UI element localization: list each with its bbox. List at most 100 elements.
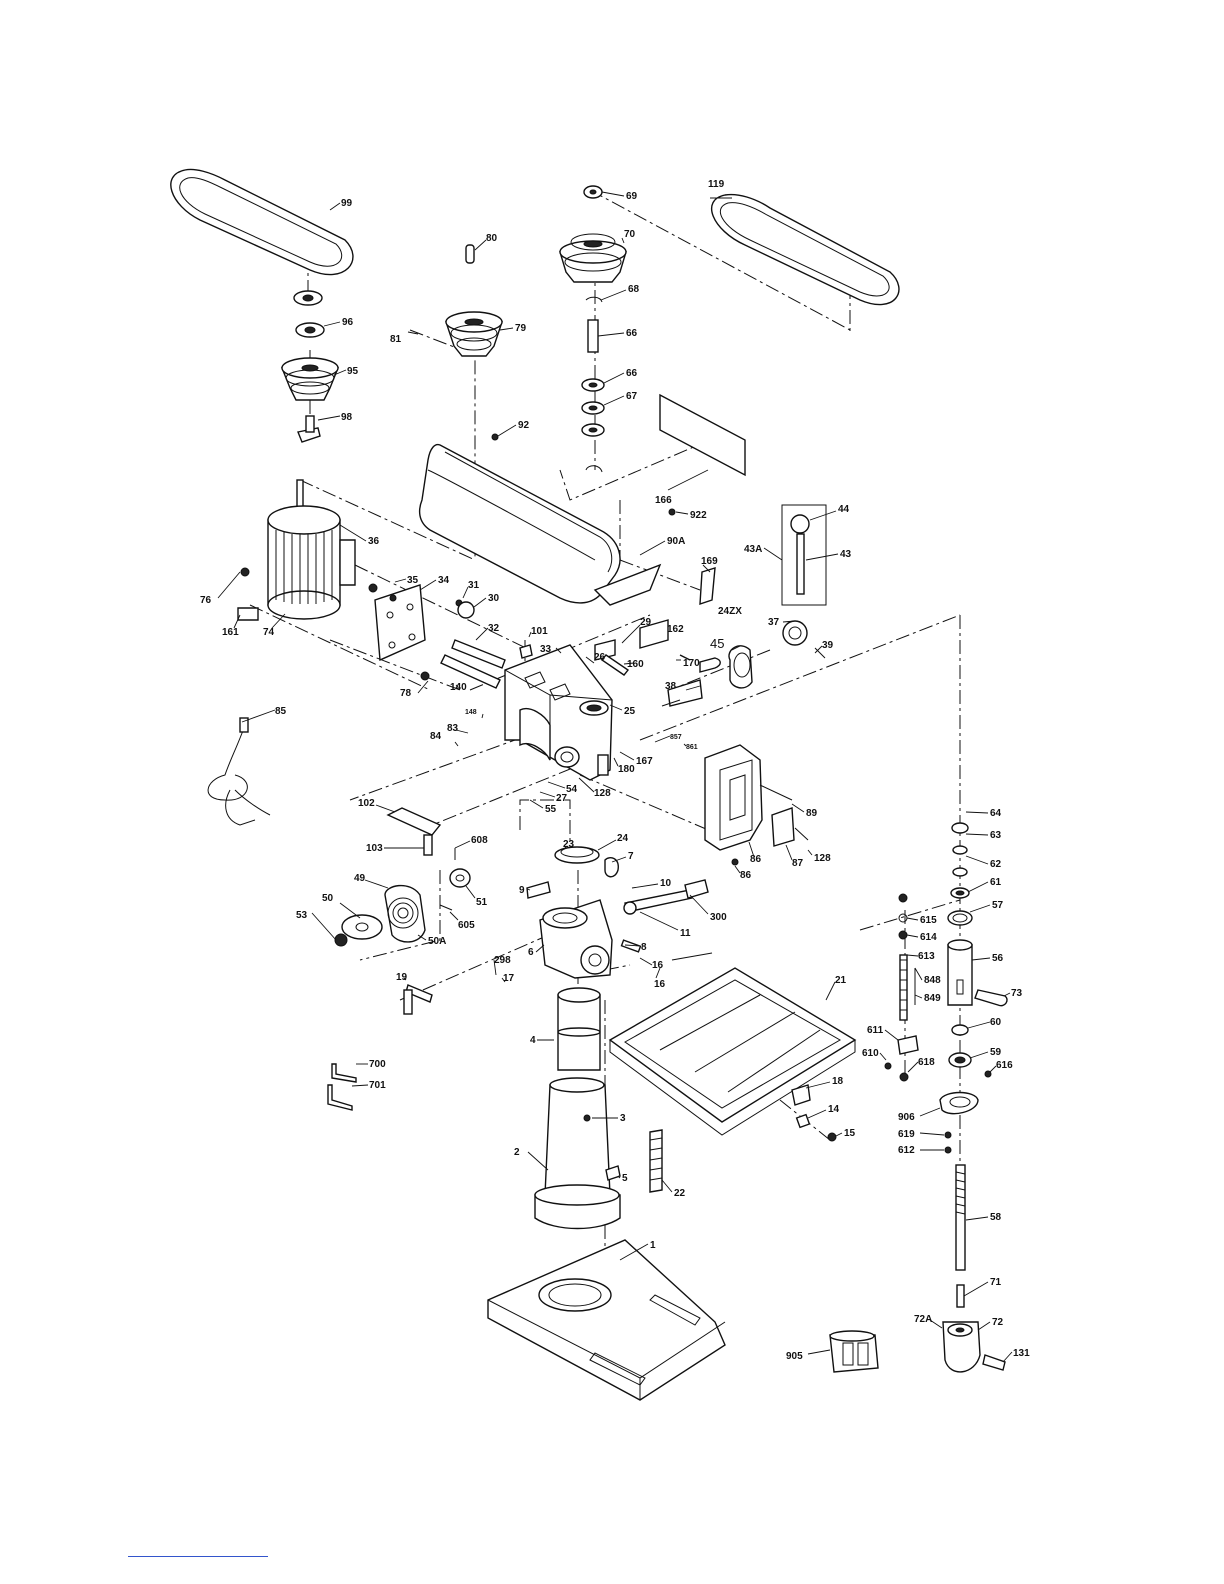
power-cord (207, 717, 271, 826)
label-169: 169 (701, 556, 718, 567)
base (487, 1239, 726, 1401)
table-lock (791, 1084, 837, 1142)
part-labels: 99 96 95 98 80 79 81 69 70 68 66 66 67 1… (200, 179, 1030, 1362)
label-84: 84 (430, 731, 442, 742)
motor-pulley-stack (280, 290, 340, 443)
label-10: 10 (660, 878, 672, 889)
label-43: 43 (840, 549, 852, 560)
label-17: 17 (503, 973, 515, 984)
label-53: 53 (296, 910, 308, 921)
label-1: 1 (650, 1240, 656, 1251)
label-66: 66 (626, 328, 638, 339)
label-83: 83 (447, 723, 459, 734)
label-69: 69 (626, 191, 638, 202)
column (557, 987, 601, 1071)
label-56: 56 (992, 953, 1004, 964)
spindle-pulley-stack (559, 185, 627, 473)
chuck-guard (829, 1330, 879, 1373)
switch-box (704, 744, 809, 866)
label-128: 128 (594, 788, 611, 799)
label-33: 33 (540, 644, 552, 655)
label-24: 24 (617, 833, 629, 844)
crank-handle (403, 984, 433, 1015)
label-34: 34 (438, 575, 450, 586)
label-610: 610 (862, 1048, 879, 1059)
label-849: 849 (924, 993, 941, 1004)
label-2: 2 (514, 1147, 520, 1158)
label-plate (659, 393, 746, 477)
label-50A: 50A (428, 936, 446, 947)
label-101: 101 (531, 626, 548, 637)
feed-handle-assembly (781, 504, 827, 606)
label-70: 70 (624, 229, 636, 240)
column-base (534, 1077, 621, 1230)
table (608, 967, 857, 1136)
label-14: 14 (828, 1104, 840, 1115)
label-24ZX: 24ZX (718, 606, 742, 617)
label-49: 49 (354, 873, 366, 884)
label-60: 60 (990, 1017, 1002, 1028)
label-86: 86 (750, 854, 762, 865)
label-605: 605 (458, 920, 475, 931)
leader-lines (217, 191, 1013, 1363)
label-9: 9 (519, 885, 525, 896)
label-167: 167 (636, 756, 653, 767)
label-98: 98 (341, 412, 353, 423)
tension-parts (440, 567, 716, 689)
label-611: 611 (867, 1025, 884, 1036)
label-170: 170 (683, 658, 700, 669)
label-73: 73 (1011, 988, 1023, 999)
label-615: 615 (920, 915, 937, 926)
label-25: 25 (624, 706, 636, 717)
label-614: 614 (920, 932, 937, 943)
belt-guard (418, 433, 676, 606)
label-80: 80 (486, 233, 498, 244)
label-68: 68 (628, 284, 640, 295)
label-15: 15 (844, 1128, 856, 1139)
label-64: 64 (990, 808, 1002, 819)
label-90A: 90A (667, 536, 685, 547)
label-37: 37 (768, 617, 780, 628)
footer-link-underline (128, 1556, 268, 1557)
belt-119 (711, 193, 900, 306)
label-21: 21 (835, 975, 847, 986)
belt-99 (170, 168, 354, 276)
label-700: 700 (369, 1059, 386, 1070)
quill-assembly (884, 822, 1008, 1154)
head-casting (504, 644, 613, 781)
label-613: 613 (918, 951, 935, 962)
label-50: 50 (322, 893, 334, 904)
label-16: 16 (654, 979, 666, 990)
label-857: 857 (670, 734, 682, 741)
label-18: 18 (832, 1076, 844, 1087)
label-103: 103 (366, 843, 383, 854)
label-180: 180 (618, 764, 635, 775)
label-99: 99 (341, 198, 353, 209)
label-67: 67 (626, 391, 638, 402)
label-72A: 72A (914, 1314, 932, 1325)
label-81: 81 (390, 334, 402, 345)
label-55: 55 (545, 804, 557, 815)
label-74: 74 (263, 627, 275, 638)
table-bracket (526, 846, 713, 979)
label-39: 39 (822, 640, 834, 651)
quill-spring-parts (661, 620, 826, 707)
label-63: 63 (990, 830, 1002, 841)
label-87: 87 (792, 858, 804, 869)
label-166: 166 (655, 495, 672, 506)
label-4: 4 (530, 1035, 536, 1046)
label-128b: 128 (814, 853, 831, 864)
label-38: 38 (665, 681, 677, 692)
label-922: 922 (690, 510, 707, 521)
label-8: 8 (641, 942, 647, 953)
label-72: 72 (992, 1317, 1004, 1328)
label-612: 612 (898, 1145, 915, 1156)
label-5: 5 (622, 1173, 628, 1184)
label-608: 608 (471, 835, 488, 846)
cover-plate (386, 807, 442, 856)
label-85: 85 (275, 706, 287, 717)
label-861: 861 (686, 744, 698, 751)
label-7: 7 (628, 851, 634, 862)
label-76: 76 (200, 595, 212, 606)
hex-keys (327, 1063, 357, 1111)
